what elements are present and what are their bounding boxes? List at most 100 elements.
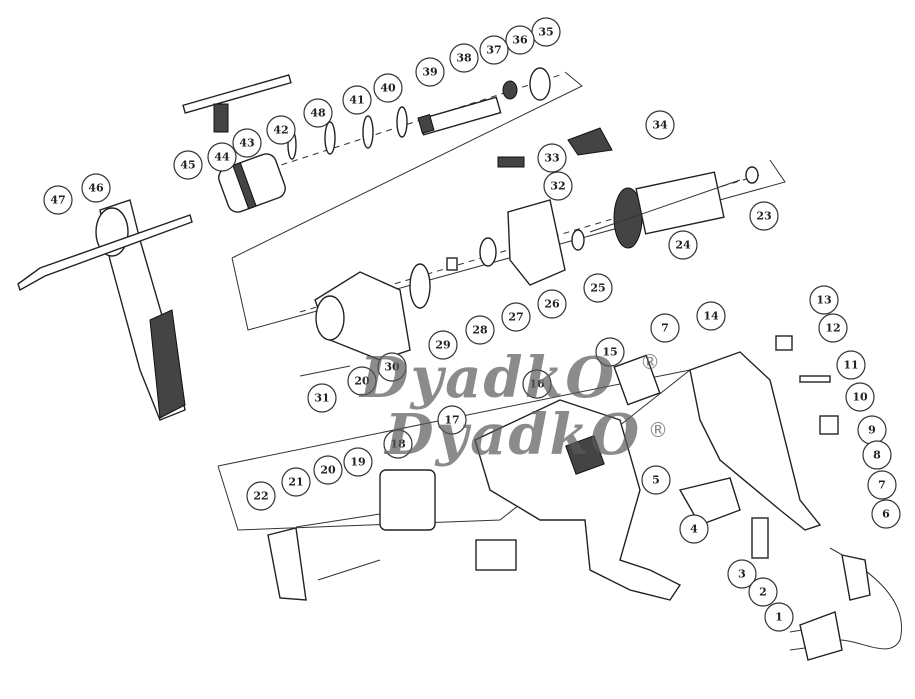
callout-label: 17	[444, 414, 459, 427]
callout-label: 39	[422, 66, 437, 79]
callout-label: 1	[775, 611, 783, 624]
callout-42: 42	[266, 115, 296, 145]
callout-19: 19	[343, 447, 373, 477]
callout-44: 44	[207, 142, 237, 172]
callout-6: 6	[871, 499, 901, 529]
callout-label: 12	[825, 322, 840, 335]
callout-label: 31	[314, 392, 329, 405]
callout-14: 14	[696, 301, 726, 331]
callout-11: 11	[836, 350, 866, 380]
callout-label: 35	[538, 26, 553, 39]
callout-label: 26	[544, 298, 560, 311]
callout-label: 48	[310, 107, 326, 120]
watermark-text-2: DyadkO	[385, 402, 642, 468]
callout-label: 8	[873, 449, 881, 462]
callout-31: 31	[307, 383, 337, 413]
callout-43: 43	[232, 128, 262, 158]
callout-label: 13	[816, 294, 831, 307]
callout-41: 41	[342, 85, 372, 115]
watermark-registered-2: ®	[648, 418, 668, 442]
callout-27: 27	[501, 302, 531, 332]
callout-24: 24	[668, 230, 698, 260]
gear-housing	[314, 199, 585, 361]
callout-label: 22	[253, 490, 268, 503]
callout-17: 17	[437, 405, 467, 435]
callout-5: 5	[641, 465, 671, 495]
callout-label: 32	[550, 180, 565, 193]
callout-47: 47	[43, 185, 73, 215]
callout-1: 1	[764, 602, 794, 632]
callout-label: 18	[390, 438, 406, 451]
callout-label: 38	[456, 52, 472, 65]
callout-21: 21	[281, 467, 311, 497]
callout-label: 36	[512, 34, 528, 47]
callout-label: 44	[214, 151, 230, 164]
callout-label: 19	[350, 456, 365, 469]
callout-30: 30	[377, 352, 407, 382]
callout-39: 39	[415, 57, 445, 87]
callout-45: 45	[173, 150, 203, 180]
callout-7: 7	[650, 313, 680, 343]
chuck-key	[182, 74, 292, 133]
callout-label: 24	[675, 239, 691, 252]
stator	[267, 365, 436, 601]
callout-label: 9	[868, 424, 876, 437]
callout-35: 35	[531, 17, 561, 47]
callout-13: 13	[809, 285, 839, 315]
callout-20: 20	[347, 366, 377, 396]
callout-10: 10	[845, 382, 875, 412]
callout-layer: 3536373839404148424344454647343332232425…	[43, 17, 901, 632]
callout-label: 21	[288, 476, 303, 489]
callout-label: 14	[703, 310, 719, 323]
callout-label: 6	[882, 508, 890, 521]
callout-32: 32	[543, 171, 573, 201]
callout-label: 3	[738, 568, 746, 581]
callout-8: 8	[862, 440, 892, 470]
armature	[497, 127, 759, 249]
callout-23: 23	[749, 201, 779, 231]
callout-label: 20	[354, 375, 370, 388]
callout-label: 16	[529, 378, 545, 391]
callout-label: 40	[380, 82, 396, 95]
callout-25: 25	[583, 273, 613, 303]
callout-22: 22	[246, 481, 276, 511]
callout-36: 36	[505, 25, 535, 55]
callout-label: 7	[661, 322, 669, 335]
callout-37: 37	[479, 35, 509, 65]
callout-label: 28	[472, 324, 488, 337]
callout-label: 20	[320, 464, 336, 477]
callout-label: 15	[602, 346, 617, 359]
callout-label: 27	[508, 311, 523, 324]
callout-label: 34	[652, 119, 668, 132]
callout-label: 10	[852, 391, 868, 404]
callout-4: 4	[679, 514, 709, 544]
callout-label: 29	[435, 339, 450, 352]
callout-2: 2	[748, 577, 778, 607]
callout-12: 12	[818, 313, 848, 343]
callout-label: 7	[878, 479, 886, 492]
callout-label: 4	[690, 523, 698, 536]
motor-housing	[474, 354, 682, 601]
callout-label: 33	[544, 152, 559, 165]
callout-label: 41	[349, 94, 364, 107]
power-cord	[789, 547, 902, 661]
watermark-registered: ®	[640, 350, 660, 374]
handle-half	[678, 335, 839, 559]
callout-label: 42	[273, 124, 288, 137]
callout-29: 29	[428, 330, 458, 360]
callout-46: 46	[81, 173, 111, 203]
callout-26: 26	[537, 289, 567, 319]
callout-15: 15	[595, 337, 625, 367]
callout-label: 2	[759, 586, 767, 599]
callout-34: 34	[645, 110, 675, 140]
side-handle	[17, 199, 193, 421]
chuck-group-frame	[231, 71, 583, 259]
chuck	[218, 153, 286, 213]
callout-label: 11	[843, 359, 858, 372]
callout-33: 33	[537, 143, 567, 173]
callout-label: 37	[486, 44, 501, 57]
callout-7: 7	[867, 470, 897, 500]
callout-48: 48	[303, 98, 333, 128]
callout-3: 3	[727, 559, 757, 589]
callout-label: 30	[384, 361, 400, 374]
